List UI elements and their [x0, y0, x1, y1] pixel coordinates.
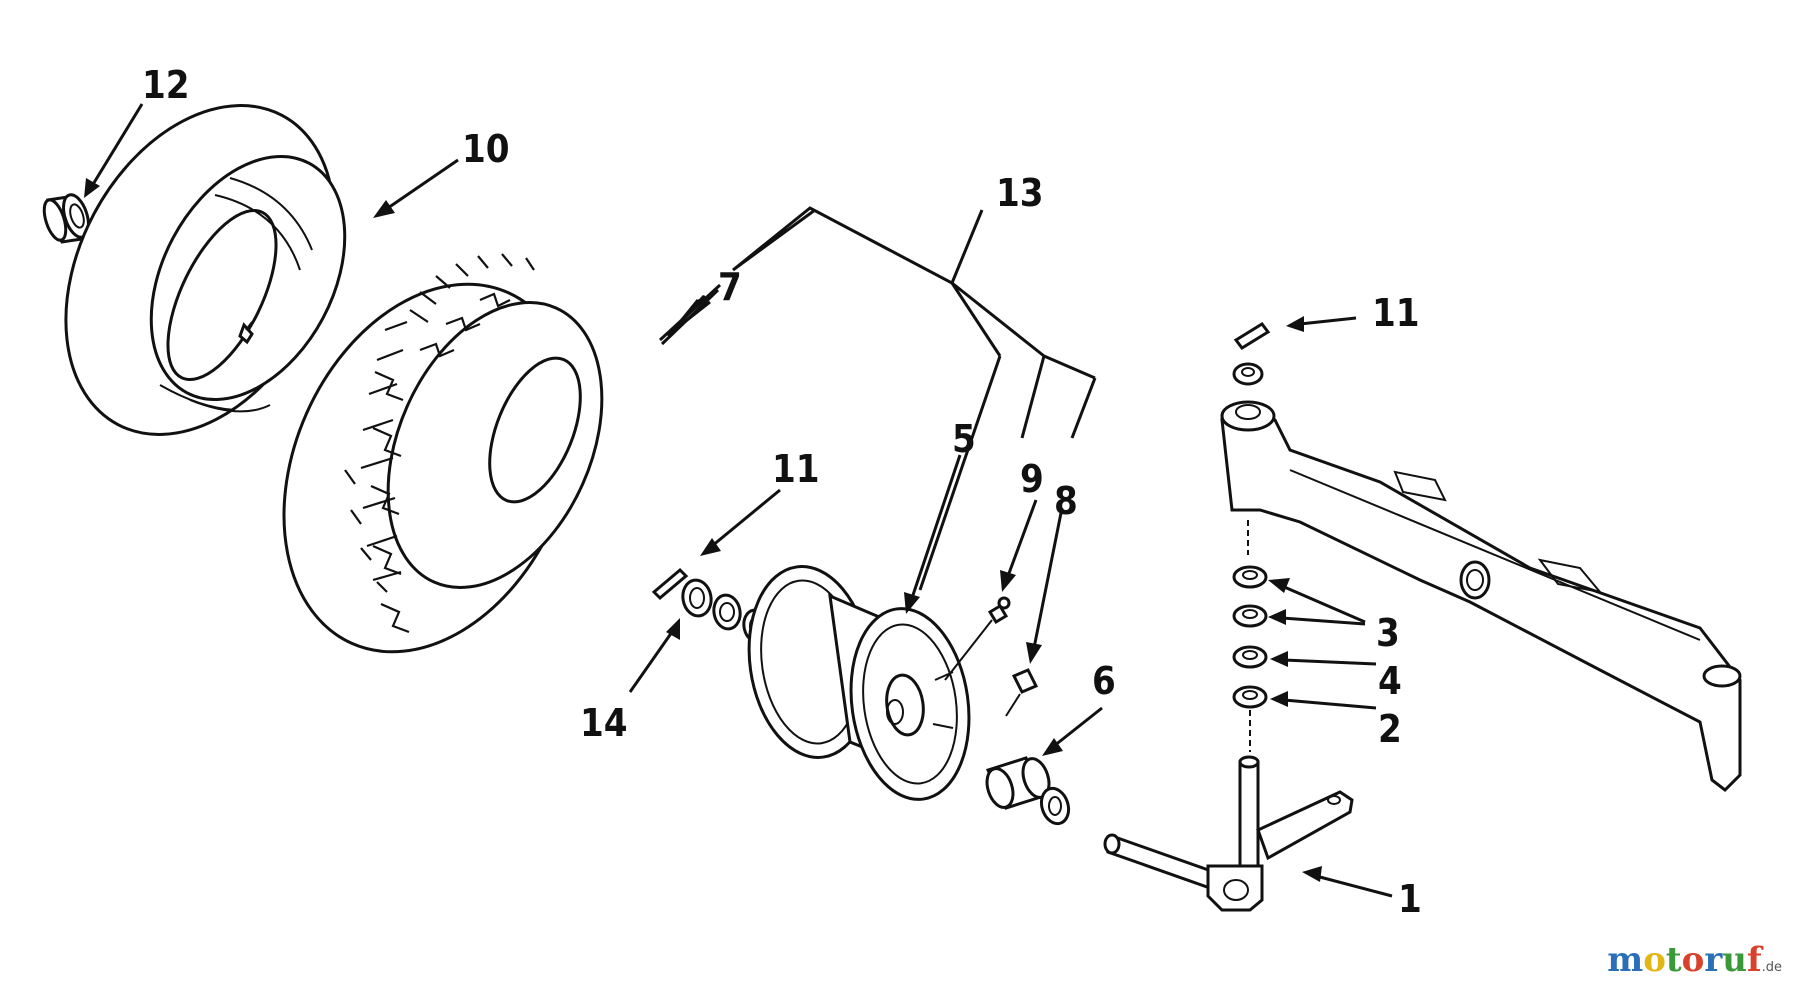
axle-arm [1220, 400, 1742, 792]
callout-11-right: 11 [1372, 291, 1420, 335]
callout-13: 13 [996, 171, 1044, 215]
callout-10: 10 [462, 127, 510, 171]
part-3-washers [1232, 565, 1268, 628]
part-4-washer [1232, 645, 1268, 669]
part-6-bushing [985, 756, 1071, 826]
wm-letter: r [1704, 940, 1723, 980]
callout-12: 12 [142, 63, 190, 107]
callout-14: 14 [580, 701, 628, 745]
callout-11-left: 11 [772, 447, 820, 491]
callout-4: 4 [1378, 659, 1402, 703]
top-washer [1232, 362, 1264, 386]
wm-tld: .de [1761, 960, 1782, 975]
callout-labels: 12 10 13 7 11 5 11 9 8 3 6 4 14 2 1 [142, 63, 1422, 921]
wm-letter: t [1665, 940, 1682, 980]
part-1-spindle [1103, 755, 1354, 912]
wm-letter: u [1722, 940, 1747, 980]
callout-9: 9 [1020, 457, 1044, 501]
part-12-bushing [42, 193, 90, 244]
part-5-wheel-rim [747, 565, 971, 801]
part-2-washer [1232, 685, 1268, 709]
leader-lines [84, 103, 1393, 898]
part-10-inner-tube [64, 104, 347, 436]
wm-letter: o [1643, 940, 1666, 980]
callout-2: 2 [1378, 707, 1402, 751]
callout-3: 3 [1376, 611, 1400, 655]
part-9-grease-fitting [944, 596, 1011, 681]
wm-letter: o [1681, 940, 1705, 980]
motoruf-watermark-logo: motoruf.de [1607, 940, 1782, 980]
part-11-cotter-key-right [1233, 322, 1271, 350]
callout-8: 8 [1054, 479, 1078, 523]
part-8-fitting [1005, 668, 1039, 717]
wm-letter: f [1746, 940, 1762, 980]
callout-5: 5 [952, 417, 976, 461]
part-11-cotter-key-left [651, 567, 689, 601]
callout-7: 7 [718, 265, 742, 309]
part-7-tire [282, 253, 604, 654]
callout-1: 1 [1398, 877, 1422, 921]
wm-letter: m [1607, 940, 1644, 980]
callout-6: 6 [1092, 659, 1116, 703]
